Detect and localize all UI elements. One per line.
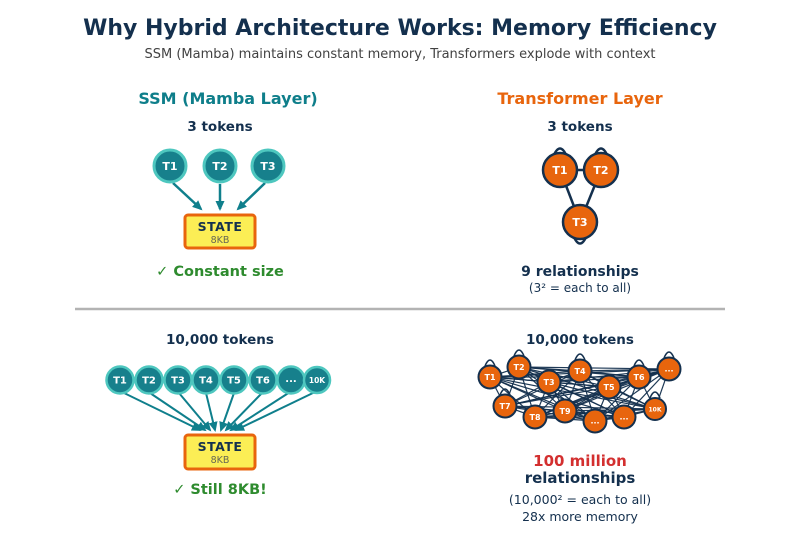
- state-arrow: [178, 392, 212, 432]
- token-circle: [492, 393, 518, 419]
- attention-edge: [548, 376, 640, 383]
- token-label: T3: [543, 378, 554, 387]
- token-label: T1: [162, 160, 177, 173]
- state-arrow: [219, 392, 235, 432]
- ssm-bottom-token-count: 10,000 tokens: [166, 332, 274, 348]
- token-label: T9: [559, 407, 570, 416]
- self-attention-loop: [633, 359, 645, 367]
- state-arrow: [121, 391, 202, 431]
- token-label: T2: [513, 363, 524, 372]
- transformer-top-relationships-detail: (3² = each to all): [529, 281, 631, 295]
- token-label: 10K: [309, 376, 326, 385]
- token-circle: [302, 365, 332, 395]
- token-label: ...: [590, 417, 599, 426]
- token-label: T3: [572, 216, 587, 229]
- token-label: T4: [574, 367, 585, 376]
- token-circle: [105, 365, 135, 395]
- token-label: T3: [260, 160, 275, 173]
- token-label: T1: [552, 164, 567, 177]
- transformer-top-token-count: 3 tokens: [547, 119, 612, 135]
- state-arrow: [149, 392, 207, 432]
- token-circle: [506, 354, 532, 380]
- token-circle: [134, 365, 164, 395]
- self-attention-loop: [513, 349, 525, 357]
- state-box: [183, 213, 257, 250]
- self-attention-loop: [663, 351, 675, 359]
- token-label: T6: [256, 376, 270, 387]
- self-attention-loop: [649, 391, 661, 399]
- transformer-bottom-memory-note: 28x more memory: [522, 509, 638, 524]
- transformer-top-relationships: 9 relationships: [521, 264, 639, 280]
- ssm-top-heading: SSM (Mamba Layer): [138, 89, 317, 108]
- state-arrow: [172, 182, 203, 211]
- ssm-top-arrows: [172, 182, 266, 211]
- page-subtitle: SSM (Mamba) maintains constant memory, T…: [144, 47, 655, 62]
- token-circle: [582, 151, 620, 189]
- token-label: T6: [633, 373, 644, 382]
- attention-edge: [564, 408, 656, 412]
- state-arrow: [229, 391, 291, 432]
- transformer-bottom-relationships-label: relationships: [525, 469, 636, 487]
- transformer-bottom-loops: [484, 349, 675, 399]
- token-label: ...: [285, 374, 296, 385]
- token-label: T2: [593, 164, 608, 177]
- state-box: [183, 433, 257, 471]
- token-circle: [656, 356, 682, 382]
- self-attention-loop: [499, 388, 511, 396]
- ssm-bottom-arrows: [121, 391, 316, 432]
- token-circle: [561, 203, 599, 241]
- ssm-top-caption: ✓ Constant size: [156, 264, 284, 280]
- token-label: T3: [171, 376, 185, 387]
- state-arrow: [205, 392, 218, 432]
- state-arrow: [236, 182, 266, 211]
- token-label: T2: [142, 376, 156, 387]
- transformer-top-tokens: T1 T2 T3: [541, 151, 620, 241]
- ssm-bottom-caption: ✓ Still 8KB!: [173, 482, 267, 498]
- token-circle: [582, 408, 608, 434]
- token-circle: [219, 365, 249, 395]
- token-circle: [611, 404, 637, 430]
- token-label: T5: [227, 376, 241, 387]
- token-label: T1: [484, 373, 495, 382]
- ssm-bottom-tokens: T1 T2 T3 T4 T5 T6 ... 10K: [105, 365, 332, 395]
- state-box-size: 8KB: [211, 235, 230, 246]
- state-box-title: STATE: [198, 219, 243, 234]
- transformer-bottom-relationships-detail: (10,000² = each to all): [509, 492, 651, 507]
- token-label: T1: [113, 376, 127, 387]
- self-attention-loop: [484, 359, 496, 367]
- self-attention-loop: [574, 353, 586, 361]
- state-arrow: [234, 391, 316, 431]
- token-circle: [536, 369, 562, 395]
- token-label: T5: [603, 383, 614, 392]
- token-label: ...: [664, 365, 673, 374]
- token-circle: [202, 148, 238, 184]
- token-circle: [522, 404, 548, 430]
- attention-edge: [579, 368, 670, 372]
- state-box-title: STATE: [198, 439, 243, 454]
- transformer-bottom-token-count: 10,000 tokens: [526, 332, 634, 348]
- ssm-top-tokens: T1 T2 T3: [152, 148, 286, 184]
- token-label: 10K: [649, 407, 662, 414]
- token-circle: [250, 148, 286, 184]
- token-label: ...: [619, 413, 628, 422]
- token-circle: [552, 398, 578, 424]
- transformer-bottom-relationships-value: 100 million: [533, 452, 627, 470]
- token-circle: [567, 358, 593, 384]
- token-label: T7: [499, 402, 510, 411]
- ssm-top-token-count: 3 tokens: [187, 119, 252, 135]
- transformer-top-heading: Transformer Layer: [497, 89, 662, 108]
- token-circle: [596, 374, 622, 400]
- token-circle: [477, 364, 503, 390]
- page-title: Why Hybrid Architecture Works: Memory Ef…: [83, 16, 717, 41]
- token-circle: [152, 148, 188, 184]
- transformer-bottom-nodes: T1 T2 T3 T4 T5 T6 ... T7 T8 T9 ... ... 1…: [477, 354, 682, 434]
- token-circle: [643, 397, 667, 421]
- token-label: T2: [212, 160, 227, 173]
- token-circle: [541, 151, 579, 189]
- token-label: T8: [529, 413, 540, 422]
- token-circle: [626, 364, 652, 390]
- state-box-size: 8KB: [211, 455, 230, 466]
- token-label: T4: [199, 376, 213, 387]
